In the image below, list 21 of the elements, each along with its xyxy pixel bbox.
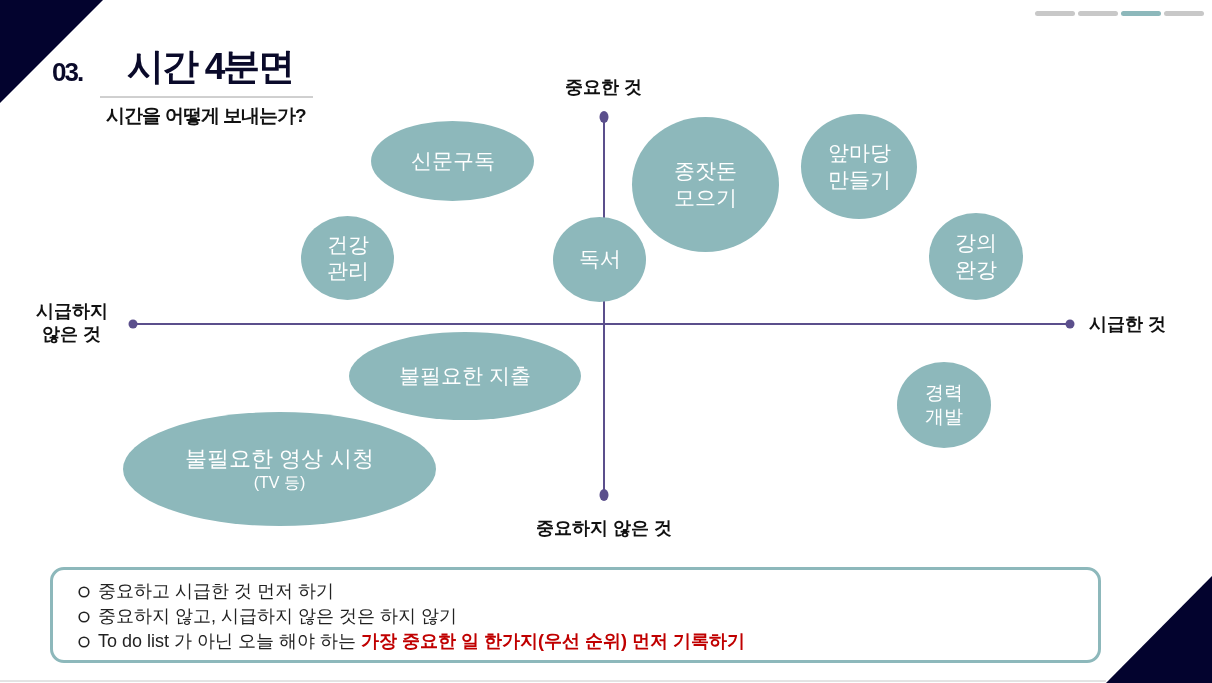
- axis-label: 시급한 것: [1088, 313, 1168, 336]
- slide-title: 시간 4분면: [125, 46, 295, 89]
- note-text: 중요하고 시급한 것 먼저 하기: [98, 580, 334, 603]
- bubble-label: 종잣돈 모으기: [673, 158, 738, 211]
- bubble-label: 신문구독: [410, 147, 495, 174]
- note-text: 중요하지 않고, 시급하지 않은 것은 하지 않기: [98, 605, 457, 628]
- note-box: [50, 567, 1101, 663]
- slide-subtitle: 시간을 어떻게 보내는가?: [105, 104, 307, 128]
- bubble-label: 건강 관리: [325, 231, 370, 284]
- bubble-label: 불필요한 영상 시청: [185, 445, 374, 473]
- section-number: 03.: [52, 56, 84, 89]
- axis-label: 중요한 것: [564, 76, 644, 99]
- bubble-label: 강의 완강: [954, 230, 998, 283]
- bubble-label: 경력 개발: [924, 381, 964, 429]
- bubble-label: 불필요한 지출: [399, 362, 531, 389]
- axis-label: 중요하지 않은 것: [535, 517, 673, 540]
- note-text: To do list 가 아닌 오늘 해야 하는 가장 중요한 일 한가지(우선 순위) 먼저 기록하기: [98, 630, 746, 653]
- axis-label: 시급하지 않은 것: [35, 300, 109, 347]
- bubble-label: 독서: [578, 246, 621, 273]
- bubble-label: 앞마당 만들기: [826, 140, 892, 193]
- bubble-sublabel: (TV 등): [253, 472, 306, 493]
